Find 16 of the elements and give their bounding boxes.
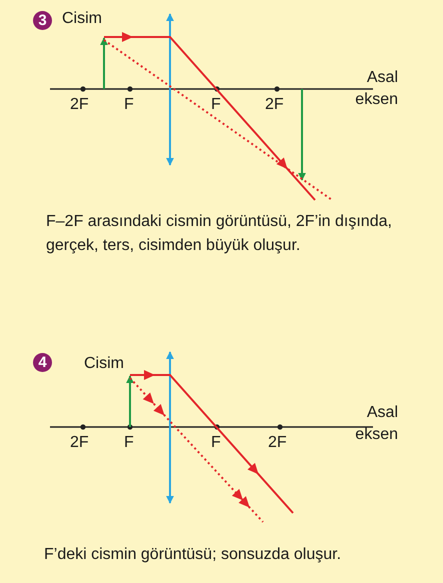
point-label: F xyxy=(211,433,221,453)
point-label: F xyxy=(124,95,134,115)
point-label: 2F xyxy=(265,95,284,115)
object-label: Cisim xyxy=(62,9,102,29)
axis-label: Asal eksen xyxy=(354,403,398,445)
point-label: F xyxy=(124,433,134,453)
point-label: 2F xyxy=(70,95,89,115)
step-number-badge: 4 xyxy=(33,353,52,372)
point-label: 2F xyxy=(268,433,287,453)
caption-text: F–2F arasındaki cismin görüntüsü, 2F’in dışında, gerçek, ters, cisimden büyük oluşur. xyxy=(46,212,393,256)
point-label: 2F xyxy=(70,433,89,453)
object-label: Cisim xyxy=(84,354,124,374)
caption-text: F’deki cismin görüntüsü; sonsuzda oluşur. xyxy=(44,545,342,565)
step-number-badge: 3 xyxy=(33,11,52,30)
axis-label: Asal eksen xyxy=(354,68,398,110)
point-label: F xyxy=(211,95,221,115)
